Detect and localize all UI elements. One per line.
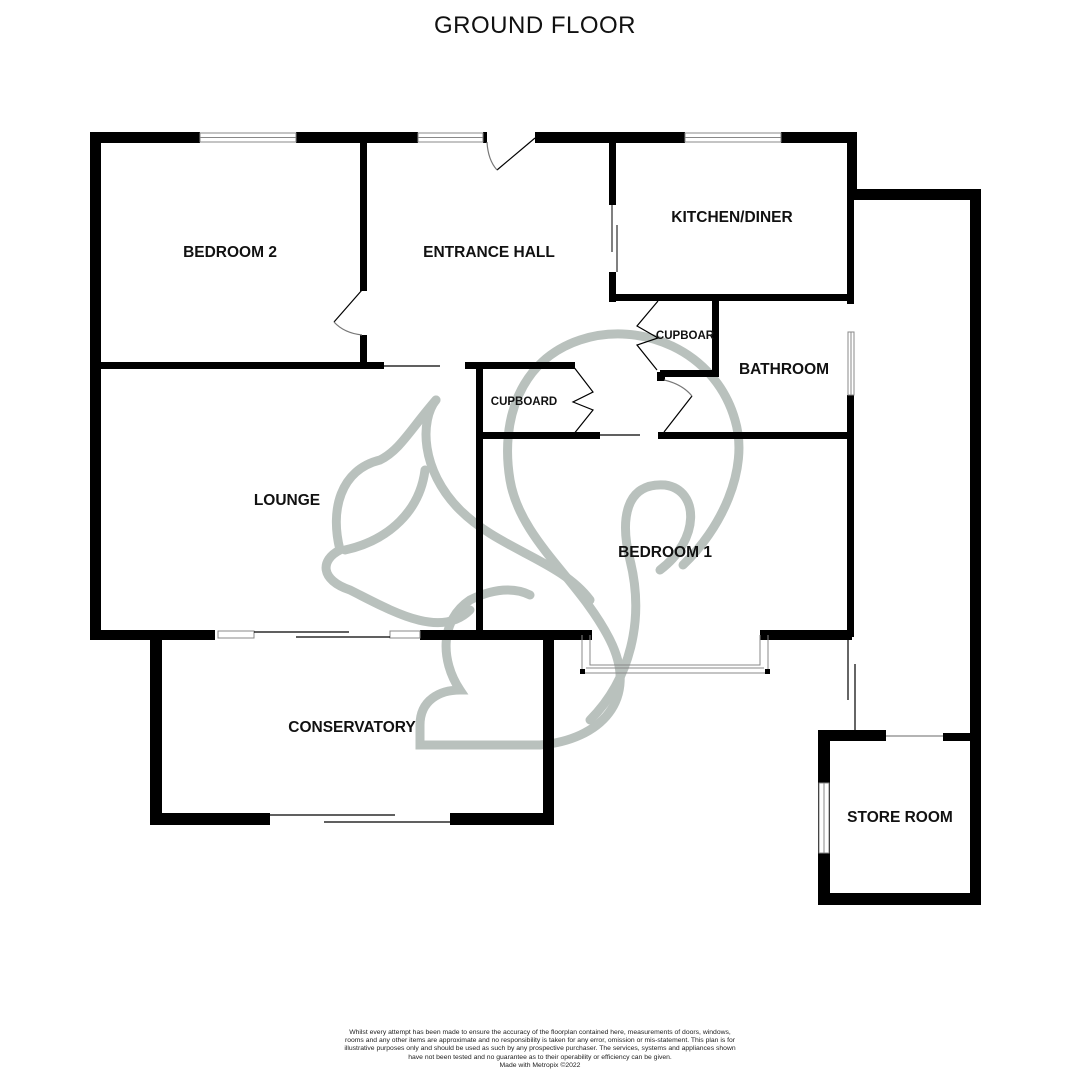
metropix-credit: Made with Metropix ©2022	[499, 1061, 581, 1069]
doors	[254, 137, 943, 823]
room-label-lounge: LOUNGE	[253, 492, 321, 509]
room-label-cupboard-upper: CUPBOAR	[655, 330, 715, 342]
room-label-conservatory: CONSERVATORY	[288, 719, 416, 736]
windows	[199, 132, 855, 854]
room-label-store-room: STORE ROOM	[847, 809, 953, 826]
watermark-squirrel-logo	[321, 329, 744, 750]
room-label-bathroom: BATHROOM	[738, 361, 830, 378]
room-label-kitchen-diner: KITCHEN/DINER	[671, 209, 793, 226]
bay-post-left	[580, 669, 585, 674]
footer-disclaimer: Whilst every attempt has been made to en…	[340, 1029, 740, 1070]
bay-post-right	[765, 669, 770, 674]
disclaimer-text: Whilst every attempt has been made to en…	[344, 1029, 736, 1061]
walls	[90, 132, 981, 905]
room-label-bedroom-2: BEDROOM 2	[183, 244, 277, 261]
room-label-entrance-hall: ENTRANCE HALL	[423, 244, 555, 261]
floor-title: GROUND FLOOR	[433, 12, 636, 39]
room-label-bedroom-1: BEDROOM 1	[618, 544, 712, 561]
room-label-cupboard-lower: CUPBOARD	[490, 396, 558, 408]
